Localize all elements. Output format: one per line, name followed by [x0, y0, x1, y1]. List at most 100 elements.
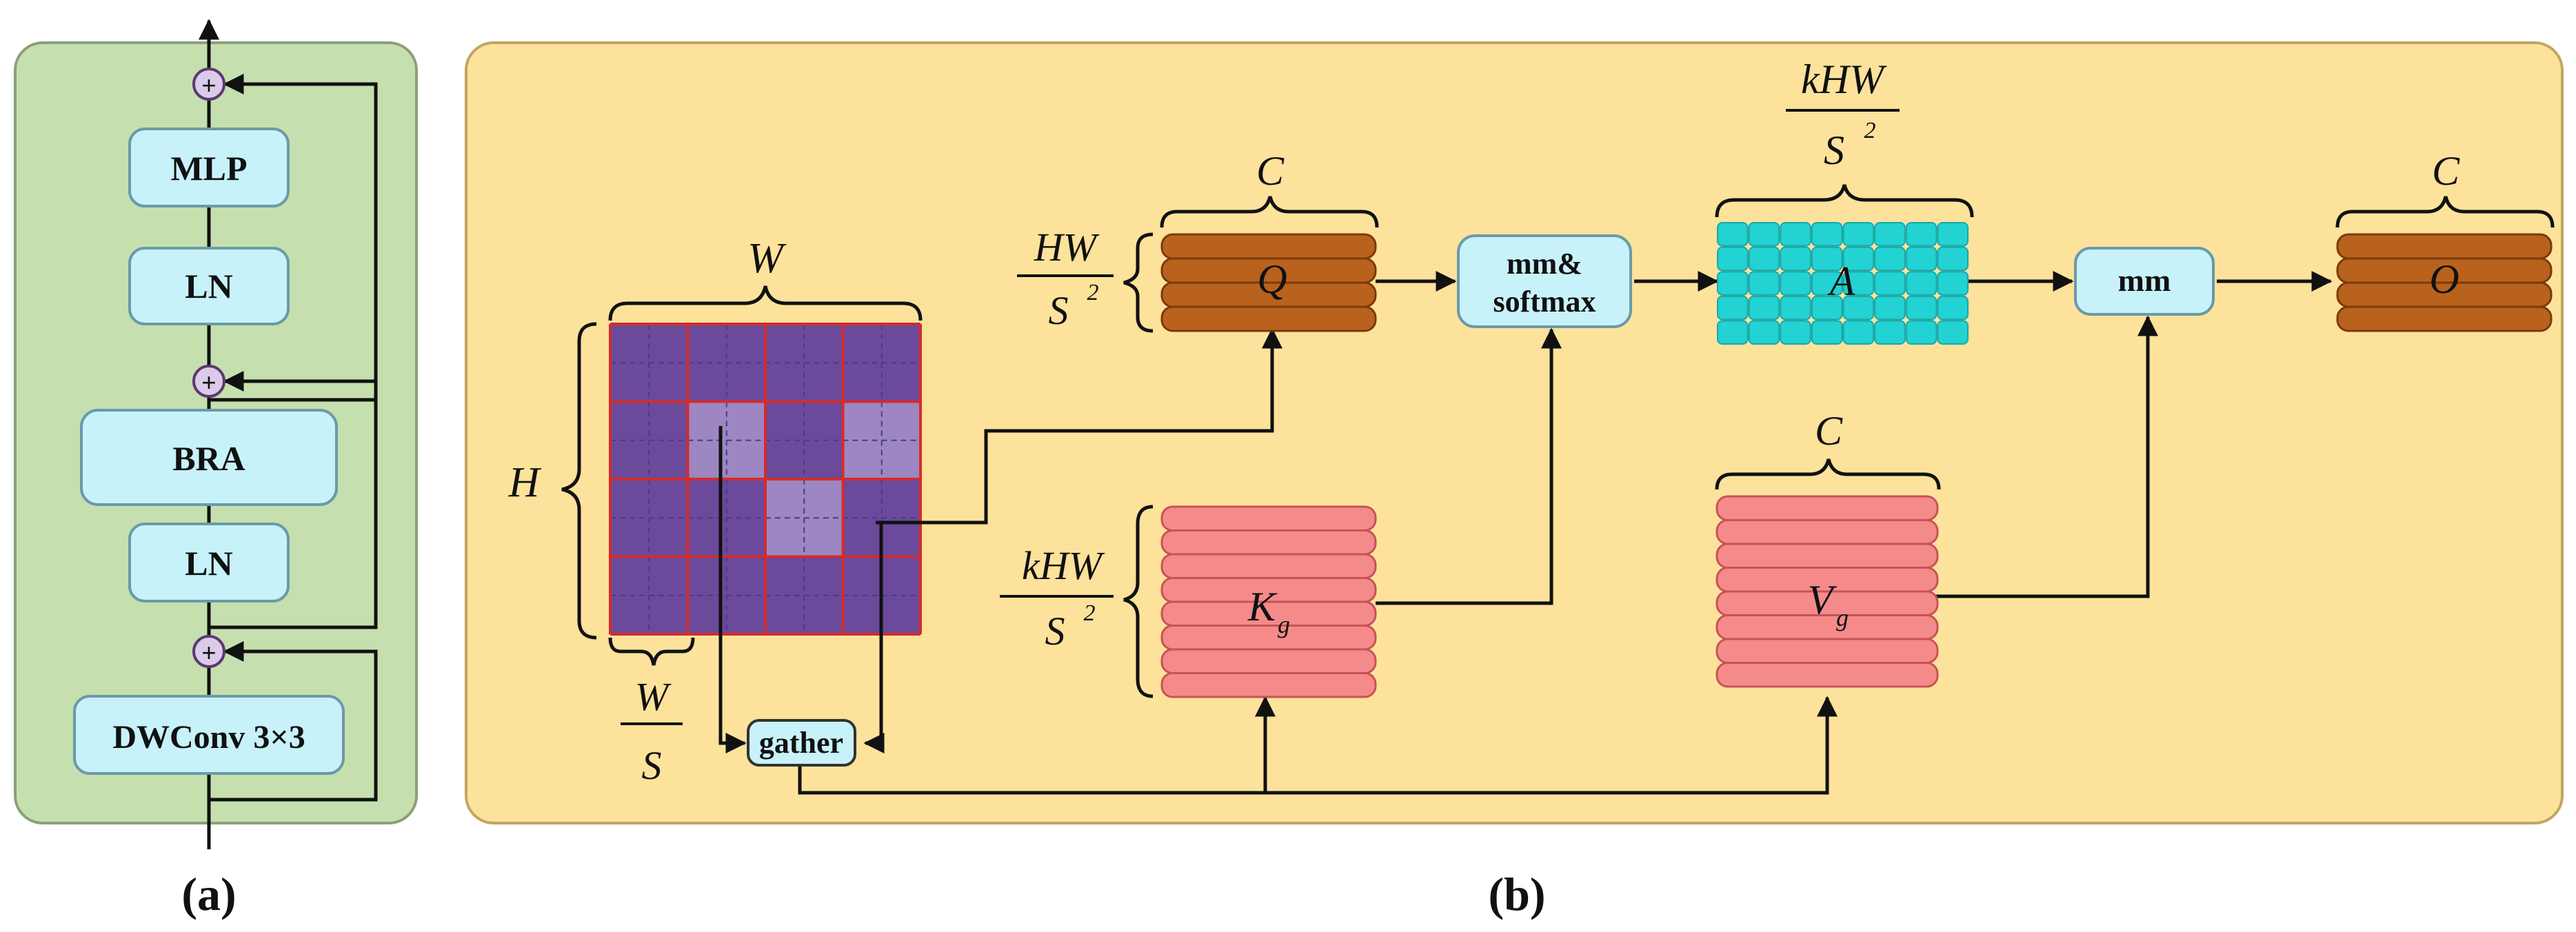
q-channel-brace	[1160, 196, 1379, 228]
v-tensor	[1715, 495, 1939, 688]
a-cell	[1842, 295, 1875, 321]
panel-a: MLP LN BRA LN DWConv 3×3 + + +	[14, 19, 418, 920]
a-cell	[1748, 246, 1780, 272]
k-subscript: g	[1278, 611, 1290, 638]
k-row	[1160, 672, 1377, 698]
q-tensor	[1160, 233, 1377, 332]
mm-op: mm	[2074, 247, 2215, 316]
v-to-mm-wire	[1931, 315, 2158, 598]
a-cell	[1874, 320, 1906, 345]
panel-a-label: (a)	[181, 868, 236, 920]
k-row	[1160, 648, 1377, 674]
skip-connection-mlp	[209, 74, 378, 402]
q-rows-exponent: 2	[1087, 280, 1099, 305]
grid-width-brace	[608, 285, 923, 321]
a-cell	[1905, 271, 1938, 296]
a-cell	[1717, 320, 1749, 345]
q-rows-denominator: S	[1049, 288, 1069, 333]
a-cell	[1811, 222, 1843, 247]
bra-block: BRA	[80, 409, 338, 506]
a-cols-numerator: kHW	[1801, 57, 1887, 102]
v-channel-brace	[1715, 458, 1941, 490]
a-cell	[1811, 246, 1843, 272]
k-tensor	[1160, 505, 1377, 698]
k-rows-brace	[1123, 505, 1154, 698]
k-rows-denominator: S	[1045, 609, 1065, 654]
a-cell	[1842, 320, 1875, 345]
ln-top-label: LN	[185, 267, 232, 305]
a-cell	[1937, 271, 1969, 296]
skip-connection-dwconv	[209, 641, 378, 802]
gather-op: gather	[747, 719, 856, 767]
bra-label: BRA	[172, 439, 245, 478]
a-cell	[1780, 246, 1811, 272]
a-cell	[1937, 246, 1969, 272]
a-cell	[1717, 295, 1749, 321]
o-label: O	[2429, 256, 2459, 302]
v-channel-label: C	[1815, 408, 1843, 454]
add-node-bottom: +	[192, 635, 225, 668]
a-cols-brace	[1715, 184, 1974, 218]
panel-b-background	[465, 41, 2564, 824]
a-cell	[1748, 295, 1780, 321]
mlp-block: MLP	[128, 128, 290, 207]
a-cell	[1905, 222, 1938, 247]
gather-to-kv-wire	[798, 696, 1838, 795]
a-cell	[1780, 295, 1811, 321]
v-row	[1715, 519, 1939, 545]
a-cell	[1842, 271, 1875, 296]
cell-width-denominator: S	[642, 743, 662, 788]
v-row	[1715, 662, 1939, 688]
gather-label: gather	[759, 726, 843, 760]
k-rows-exponent: 2	[1084, 600, 1096, 626]
q-channel-label: C	[1256, 148, 1285, 194]
grid-height-label: H	[508, 459, 542, 506]
dwconv-label: DWConv 3×3	[112, 719, 305, 756]
a-cell	[1811, 295, 1843, 321]
grid-height-brace	[561, 322, 597, 640]
v-row	[1715, 495, 1939, 521]
q-row	[1160, 305, 1377, 332]
a-cell	[1780, 222, 1811, 247]
add-node-middle: +	[192, 365, 225, 398]
o-channel-brace	[2335, 196, 2555, 228]
a-cell	[1717, 246, 1749, 272]
grid-to-q-wire	[876, 327, 1282, 525]
a-cols-exponent: 2	[1864, 118, 1876, 143]
ln-bottom-label: LN	[185, 544, 232, 582]
mlp-label: MLP	[170, 149, 247, 188]
a-cols-denominator: S	[1824, 128, 1844, 173]
a-cell	[1874, 222, 1906, 247]
a-cell	[1874, 295, 1906, 321]
v-label: V	[1808, 577, 1838, 622]
v-row	[1715, 638, 1939, 664]
a-cell	[1748, 271, 1780, 296]
dwconv-block: DWConv 3×3	[73, 695, 345, 775]
o-channel-label: C	[2432, 148, 2460, 194]
add-symbol: +	[201, 72, 217, 101]
feature-grid	[609, 323, 922, 636]
a-cell	[1842, 246, 1875, 272]
grid-width-label: W	[747, 235, 787, 282]
a-cell	[1874, 246, 1906, 272]
a-cell	[1717, 222, 1749, 247]
ln-top-block: LN	[128, 247, 290, 325]
a-cell	[1748, 320, 1780, 345]
o-tensor	[2336, 233, 2553, 332]
cell-width-numerator: W	[635, 674, 672, 719]
a-cell	[1717, 271, 1749, 296]
a-cell	[1905, 295, 1938, 321]
mm-softmax-label-2: softmax	[1493, 285, 1596, 318]
q-row	[1160, 233, 1377, 260]
mm-softmax-op: mm& softmax	[1457, 234, 1632, 328]
add-symbol: +	[201, 639, 217, 668]
mm-label: mm	[2118, 263, 2171, 298]
k-rows-numerator: kHW	[1022, 543, 1105, 588]
skip-connection-bra	[209, 371, 378, 629]
a-cell	[1842, 222, 1875, 247]
panel-b-label: (b)	[1488, 868, 1545, 920]
ln-bottom-block: LN	[128, 523, 290, 602]
a-cell	[1748, 222, 1780, 247]
a-cell	[1874, 271, 1906, 296]
